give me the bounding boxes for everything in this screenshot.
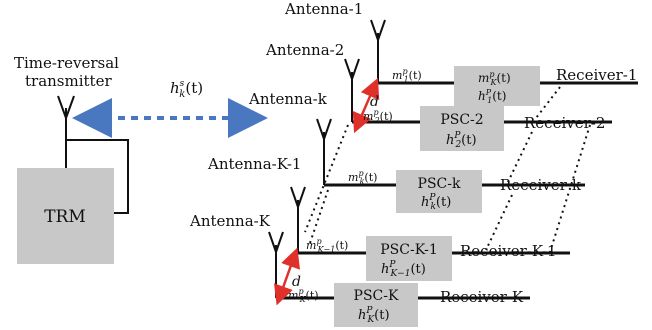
antenna-K-1-icon: [290, 186, 306, 253]
antenna-K-1-label: Antenna-K-1: [207, 155, 301, 173]
receiver-K-1-label: Receiver-K-1: [460, 242, 557, 260]
distance-arrow-1: [352, 77, 380, 134]
psc-box-k: [396, 170, 482, 213]
trm-box: [17, 168, 114, 264]
antenna-2-icon: [344, 58, 360, 122]
distance-label-1: d: [370, 94, 379, 110]
antenna-2-label: Antenna-2: [265, 41, 344, 59]
distance-arrow-2: [273, 247, 301, 306]
psc-box-K: [334, 283, 418, 327]
antenna-1-icon: [370, 19, 386, 83]
psc-box-1: [454, 66, 540, 106]
antenna-k-label: Antenna-k: [248, 90, 328, 108]
psc-box-2: [420, 106, 504, 151]
transmitter-antenna-icon: [57, 95, 75, 168]
receiver-1-label: Receiver-1: [556, 66, 637, 84]
antenna-K-icon: [268, 231, 284, 298]
transmitter-title-line2: transmitter: [25, 72, 112, 90]
trm-label: TRM: [44, 207, 86, 227]
transmitter-title-line1: Time-reversal: [14, 54, 119, 72]
antenna-K-label: Antenna-K: [189, 212, 271, 230]
distance-label-2: d: [292, 274, 301, 290]
psc-K-title: PSC-K: [354, 288, 399, 304]
antenna-1-label: Antenna-1: [284, 0, 363, 18]
receiver-K-label: Receiver-K: [440, 288, 524, 306]
receiver-2-label: Receiver-2: [524, 114, 605, 132]
psc-box-K-1: [366, 236, 452, 281]
psc-2-title: PSC-2: [440, 112, 483, 128]
branch-lines: [276, 81, 638, 300]
dotted-connectors: [304, 86, 591, 253]
receiver-k-label: Receiver-k: [500, 176, 582, 194]
psc-K-1-title: PSC-K-1: [380, 242, 438, 258]
feedback-line: [66, 139, 129, 214]
antenna-k-icon: [316, 118, 332, 185]
psc-k-title: PSC-k: [418, 176, 461, 192]
